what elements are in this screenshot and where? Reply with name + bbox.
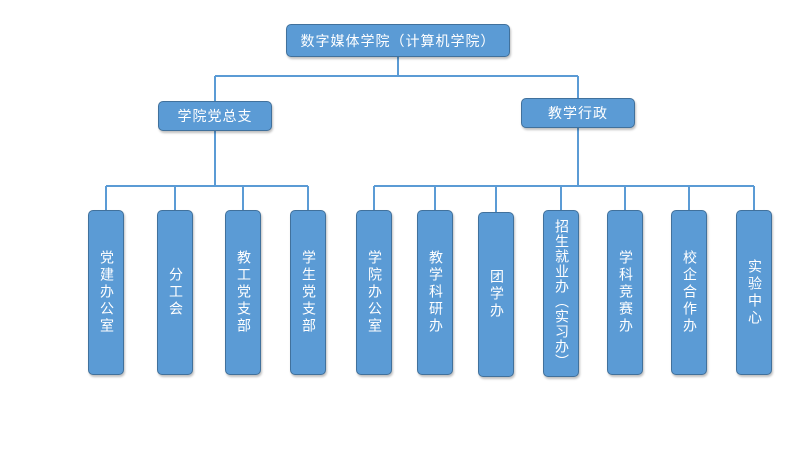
party-committee-label: 学院党总支 — [177, 109, 253, 125]
admin-unit-label: 学科竞赛办 — [617, 250, 633, 335]
admin-unit-label: 教学科研办 — [427, 250, 443, 335]
admin-unit-label: 团学办 — [488, 269, 504, 320]
admin-unit-label: 校企合作办 — [681, 250, 697, 335]
admin-unit-sublabel: （实习办） — [553, 293, 569, 369]
admin-unit-node: 招生就业办（实习办） — [543, 210, 579, 377]
admin-unit-node: 学科竞赛办 — [607, 210, 643, 375]
admin-unit-node: 学院办公室 — [356, 210, 392, 375]
admin-label: 教学行政 — [548, 106, 608, 122]
party-unit-label: 教工党支部 — [235, 250, 251, 335]
admin-unit-label: 招生就业办 — [553, 218, 569, 294]
party-committee-node: 学院党总支 — [158, 101, 272, 131]
party-unit-label: 党建办公室 — [98, 250, 114, 335]
root-node: 数字媒体学院（计算机学院） — [286, 24, 510, 57]
party-unit-node: 分工会 — [157, 210, 193, 375]
admin-unit-node: 实验中心 — [736, 210, 772, 375]
admin-unit-label-combined: 招生就业办（实习办） — [552, 219, 570, 369]
party-unit-node: 党建办公室 — [88, 210, 124, 375]
party-unit-node: 教工党支部 — [225, 210, 261, 375]
admin-unit-node: 团学办 — [478, 212, 514, 377]
root-label: 数字媒体学院（计算机学院） — [300, 33, 496, 50]
party-unit-node: 学生党支部 — [290, 210, 326, 375]
admin-unit-label: 实验中心 — [746, 258, 762, 327]
admin-unit-node: 校企合作办 — [671, 210, 707, 375]
party-unit-label: 分工会 — [167, 267, 183, 318]
admin-unit-node: 教学科研办 — [417, 210, 453, 375]
admin-unit-label: 学院办公室 — [366, 250, 382, 335]
admin-node: 教学行政 — [521, 98, 635, 128]
party-unit-label: 学生党支部 — [300, 250, 316, 335]
